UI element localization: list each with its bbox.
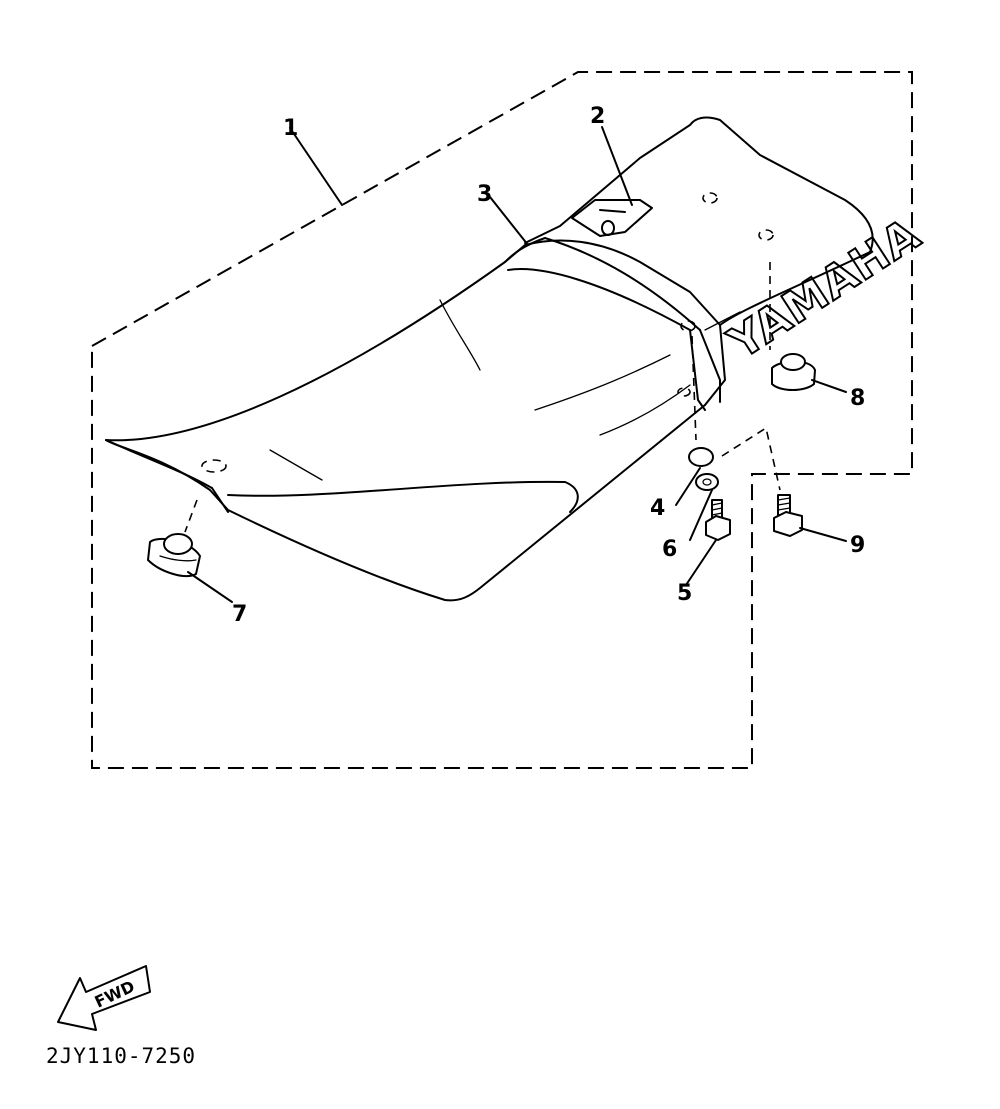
- damper-part-7: [147, 533, 201, 578]
- callout-9: 9: [850, 533, 865, 558]
- damper-part-8: [771, 353, 816, 391]
- callout-7: 7: [232, 602, 247, 627]
- callout-1: 1: [283, 116, 298, 141]
- leader-lines: [187, 126, 847, 603]
- assembly-boundary: [91, 71, 913, 769]
- callout-3: 3: [477, 182, 492, 207]
- callout-6: 6: [662, 537, 677, 562]
- seat-assembly: YAMAHA: [105, 116, 930, 602]
- forward-direction-arrow: FWD: [57, 965, 151, 1031]
- collar-part-4: [688, 447, 714, 467]
- callout-2: 2: [590, 104, 605, 129]
- drawing-code: 2JY110-7250: [46, 1044, 196, 1068]
- brand-lettering: YAMAHA: [719, 209, 929, 370]
- bolt-part-9: [773, 494, 803, 537]
- callout-4: 4: [650, 496, 665, 521]
- bolt-part-5: [705, 499, 731, 541]
- callout-5: 5: [677, 581, 692, 606]
- callout-8: 8: [850, 386, 865, 411]
- washer-part-6: [695, 473, 719, 491]
